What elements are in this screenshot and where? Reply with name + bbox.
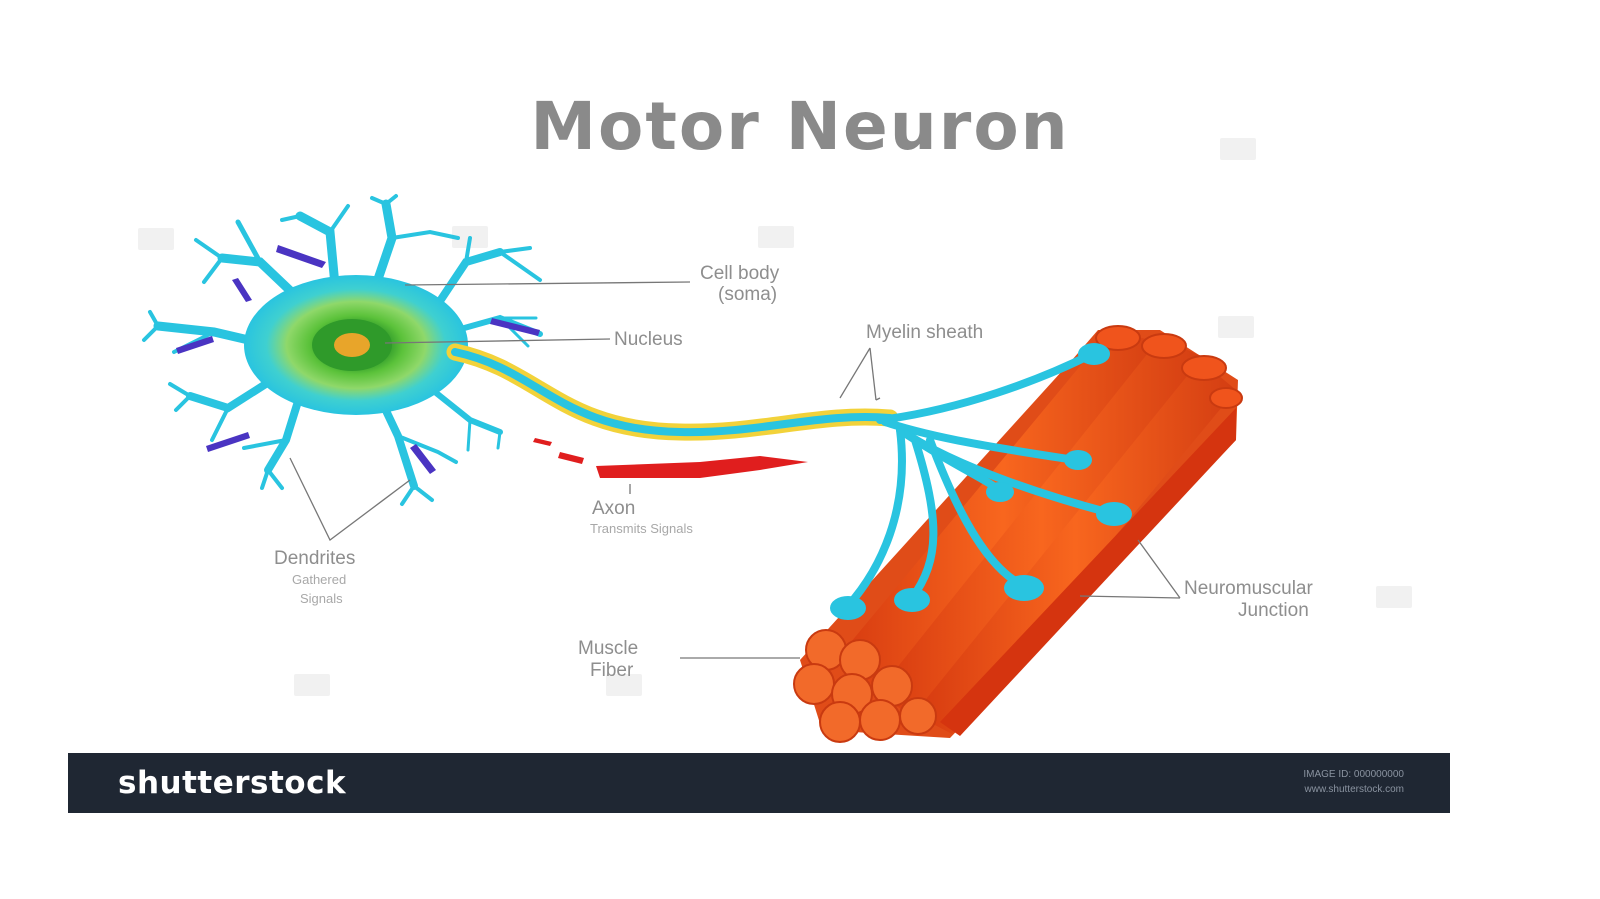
watermark-tile (606, 674, 642, 696)
axon (446, 343, 899, 441)
label-dendrites-sub2: Signals (300, 591, 343, 606)
watermark-tile (758, 226, 794, 248)
label-cell-body: Cell body (700, 263, 780, 284)
label-cell-body-sub: (soma) (718, 284, 777, 305)
diagram-title: Motor Neuron (530, 88, 1070, 165)
image-id: IMAGE ID: 000000000 (1303, 769, 1404, 780)
image-meta: IMAGE ID: 000000000 www.shutterstock.com (1303, 767, 1404, 797)
synaptic-terminals (830, 343, 1132, 620)
watermark-tile (138, 228, 174, 250)
label-axon: Axon (592, 498, 635, 519)
watermark-tile (1220, 138, 1256, 160)
image-site: www.shutterstock.com (1304, 784, 1404, 795)
label-fiber: Fiber (590, 660, 634, 681)
nucleolus (334, 333, 370, 357)
brand-logo: shutterstock (118, 765, 347, 801)
label-junction: Junction (1238, 600, 1309, 621)
watermark-tile (294, 674, 330, 696)
label-dendrites: Dendrites (274, 548, 355, 569)
label-dendrites-sub1: Gathered (292, 572, 346, 587)
watermark-tile (1376, 586, 1412, 608)
label-myelin-sheath: Myelin sheath (866, 322, 983, 343)
watermark-tile (1218, 316, 1254, 338)
label-nucleus: Nucleus (614, 329, 683, 350)
axon-signal-arrow (533, 438, 808, 478)
label-muscle: Muscle (578, 638, 638, 659)
leader-lines (289, 281, 1181, 659)
footer-bar: shutterstock IMAGE ID: 000000000 www.shu… (68, 753, 1450, 813)
label-axon-sub: Transmits Signals (590, 521, 693, 536)
dendrite-signal-arrows (176, 245, 540, 474)
label-neuromuscular: Neuromuscular (1184, 578, 1313, 599)
